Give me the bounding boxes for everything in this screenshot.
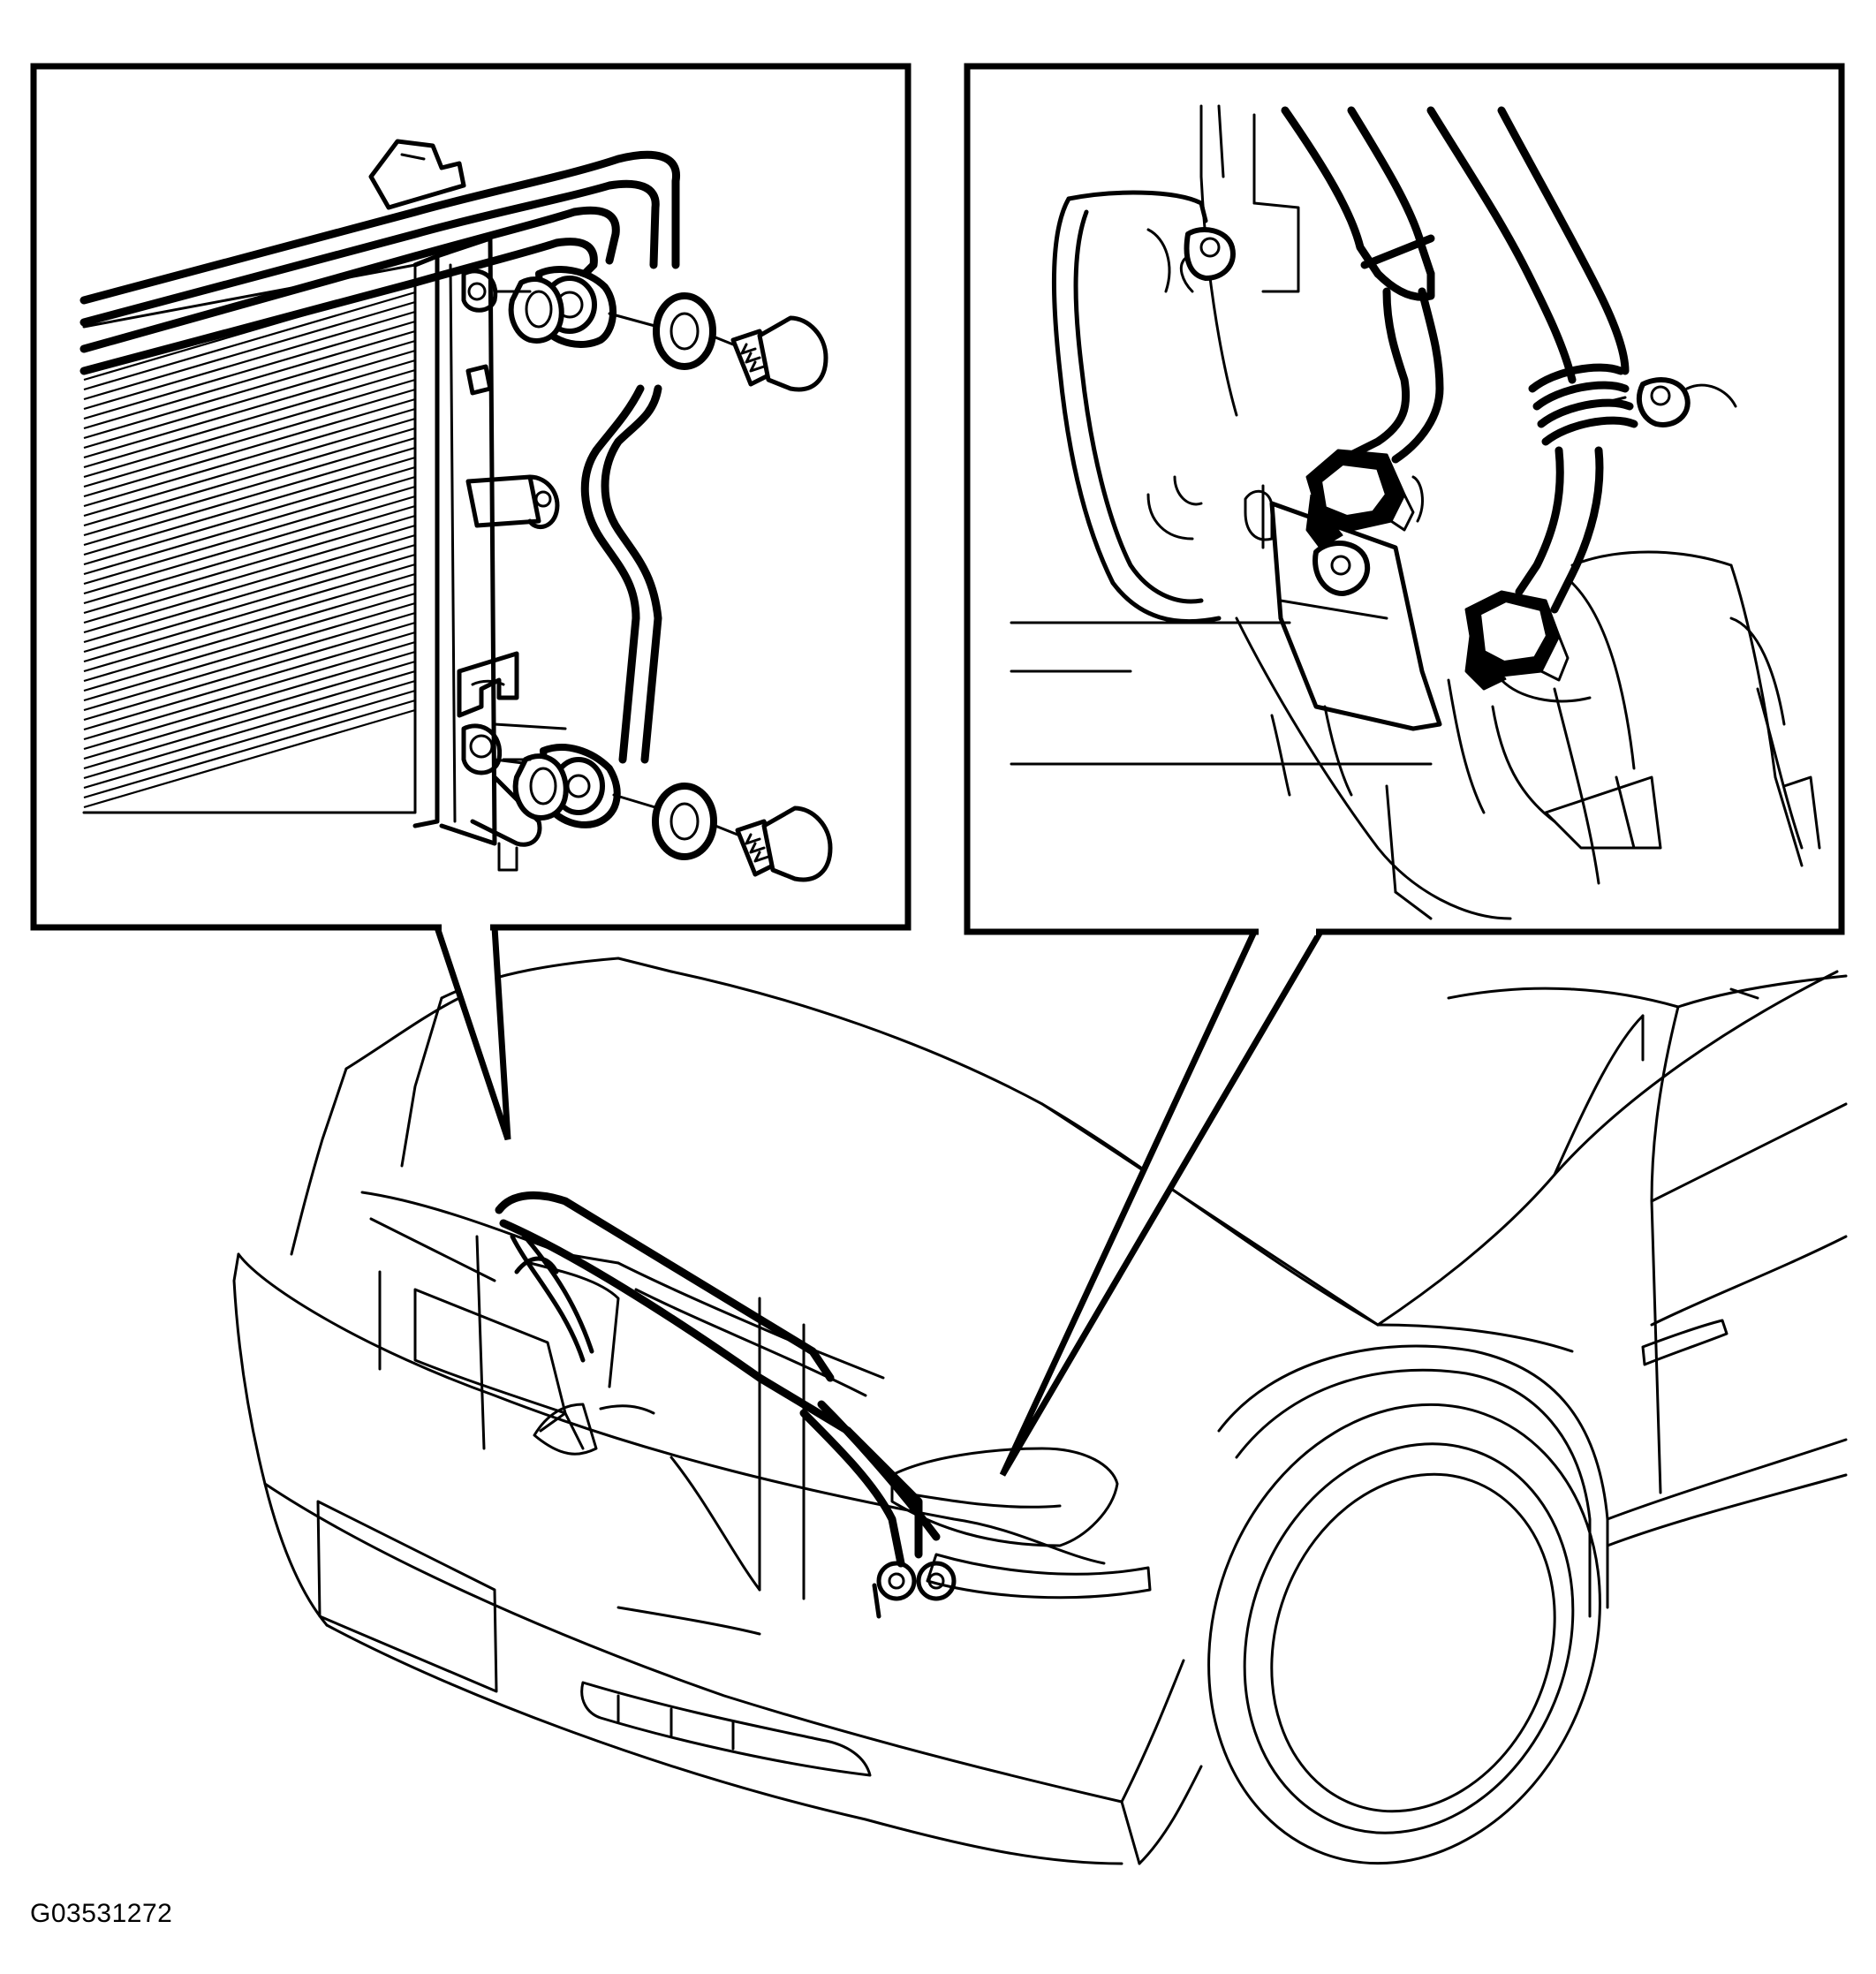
condenser-fin bbox=[83, 378, 416, 479]
upper-fitting-assembly bbox=[493, 266, 828, 392]
engine-mount-details bbox=[1010, 550, 1821, 920]
condenser-fin bbox=[83, 407, 416, 508]
condenser-fin bbox=[83, 359, 416, 459]
condenser-fin bbox=[83, 592, 416, 692]
figure-id-label: G03531272 bbox=[30, 1899, 173, 1928]
condenser-fin bbox=[83, 427, 416, 527]
condenser-fin bbox=[83, 582, 416, 683]
condenser-fin bbox=[83, 631, 416, 731]
condenser-fin bbox=[83, 310, 416, 411]
condenser-fin bbox=[83, 679, 416, 780]
condenser-fin bbox=[83, 368, 416, 469]
condenser-fin bbox=[83, 650, 416, 751]
condenser-fin bbox=[83, 339, 416, 440]
condenser-fin bbox=[83, 601, 416, 702]
car-front-view bbox=[232, 957, 1848, 1865]
condenser-fin bbox=[83, 543, 416, 644]
upper-fitting-block bbox=[1244, 449, 1442, 731]
condenser-fin bbox=[83, 349, 416, 450]
condenser-connection-detail-inset bbox=[30, 63, 912, 1141]
condenser-fin bbox=[83, 699, 416, 799]
condenser-fin bbox=[83, 504, 416, 605]
condenser-fin bbox=[83, 465, 416, 566]
lower-fitting-block bbox=[1464, 590, 1570, 691]
condenser-fin bbox=[83, 708, 416, 809]
condenser-fin bbox=[83, 524, 416, 624]
condenser-fin bbox=[83, 397, 416, 498]
condenser-fin bbox=[83, 388, 416, 488]
right-callout-pointer bbox=[999, 928, 1327, 1477]
condenser-fin bbox=[83, 485, 416, 586]
condenser-fin bbox=[83, 533, 416, 634]
condenser-fin bbox=[83, 436, 416, 537]
condenser-fin bbox=[83, 456, 416, 556]
condenser-core bbox=[82, 139, 567, 872]
condenser-lines-in-vehicle bbox=[495, 1191, 957, 1619]
condenser-fin bbox=[83, 553, 416, 654]
condenser-fin bbox=[83, 300, 416, 401]
refrigerant-pipes bbox=[79, 150, 681, 764]
lower-fitting-assembly bbox=[502, 744, 833, 882]
condenser-fin bbox=[83, 320, 416, 420]
condenser-fin bbox=[83, 417, 416, 518]
condenser-fin bbox=[83, 611, 416, 712]
condenser-fin bbox=[83, 669, 416, 770]
condenser-fin bbox=[83, 291, 416, 391]
condenser-fin bbox=[83, 640, 416, 741]
condenser-fin bbox=[83, 689, 416, 790]
condenser-fin bbox=[83, 621, 416, 722]
condenser-fin bbox=[83, 572, 416, 673]
left-callout-pointer bbox=[433, 924, 511, 1141]
condenser-fin bbox=[83, 563, 416, 663]
condenser-fin bbox=[83, 475, 416, 576]
condenser-fin bbox=[83, 660, 416, 760]
condenser-fin bbox=[83, 495, 416, 595]
condenser-fin bbox=[83, 329, 416, 430]
condenser-fin bbox=[83, 446, 416, 547]
condenser-fin bbox=[83, 514, 416, 615]
compressor-hoses bbox=[1281, 106, 1638, 614]
compressor-connection-detail-inset bbox=[964, 63, 1845, 1477]
compressor-body bbox=[1051, 104, 1737, 624]
